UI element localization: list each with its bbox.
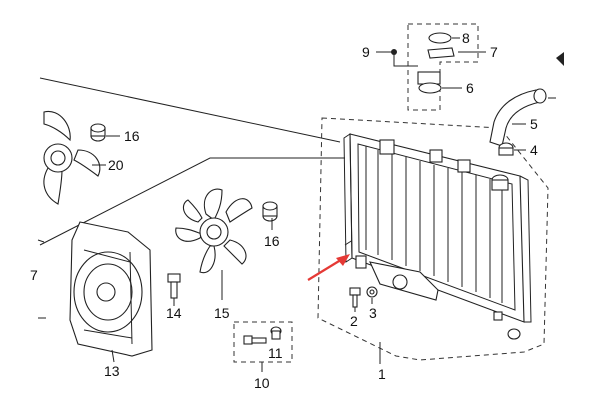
bolt-14 bbox=[167, 273, 181, 299]
cap-group-outline bbox=[407, 23, 479, 111]
callout-15: 15 bbox=[214, 305, 230, 321]
leader-line-middle bbox=[39, 157, 345, 246]
clamp-4 bbox=[498, 142, 514, 156]
bolt-9 bbox=[391, 49, 397, 55]
fan-blade-assembly-20 bbox=[43, 110, 101, 205]
callout-2: 2 bbox=[350, 313, 358, 329]
callout-7-left: 7 bbox=[30, 267, 38, 283]
callout-4: 4 bbox=[530, 142, 538, 158]
o-ring-3 bbox=[366, 286, 378, 298]
fan-blade-15 bbox=[175, 188, 253, 274]
callout-11: 11 bbox=[268, 345, 283, 361]
filler-neck-6 bbox=[417, 71, 442, 94]
bolt-grommet-11 bbox=[243, 326, 282, 345]
radiator-group-outline bbox=[317, 117, 549, 361]
drain-plug-2 bbox=[349, 287, 361, 308]
callout-20: 20 bbox=[108, 157, 124, 173]
gasket-8 bbox=[428, 32, 452, 44]
callout-5: 5 bbox=[530, 116, 538, 132]
callout-10: 10 bbox=[254, 375, 270, 391]
callout-16-middle: 16 bbox=[264, 233, 280, 249]
leader-7-left bbox=[37, 239, 45, 243]
nut-16-top bbox=[90, 123, 106, 142]
callout-3: 3 bbox=[369, 305, 377, 321]
pointer-arrow bbox=[307, 254, 350, 281]
arrow-right-edge bbox=[556, 52, 564, 66]
callout-1: 1 bbox=[378, 366, 386, 382]
callout-7: 7 bbox=[490, 44, 498, 60]
callout-6: 6 bbox=[466, 80, 474, 96]
leader-13 bbox=[111, 349, 115, 363]
callout-14: 14 bbox=[166, 305, 182, 321]
hose-5 bbox=[489, 88, 547, 147]
radiator-core bbox=[343, 133, 532, 340]
callout-16-top: 16 bbox=[124, 128, 140, 144]
callout-13: 13 bbox=[104, 363, 120, 379]
leader-line-top bbox=[39, 77, 341, 143]
group-box-10 bbox=[233, 321, 293, 363]
nut-16-middle bbox=[262, 201, 278, 222]
callout-9: 9 bbox=[362, 44, 370, 60]
cap-7 bbox=[427, 47, 455, 59]
callout-8: 8 bbox=[462, 30, 470, 46]
leader-9 bbox=[376, 51, 418, 67]
fan-shroud-13 bbox=[69, 221, 153, 357]
